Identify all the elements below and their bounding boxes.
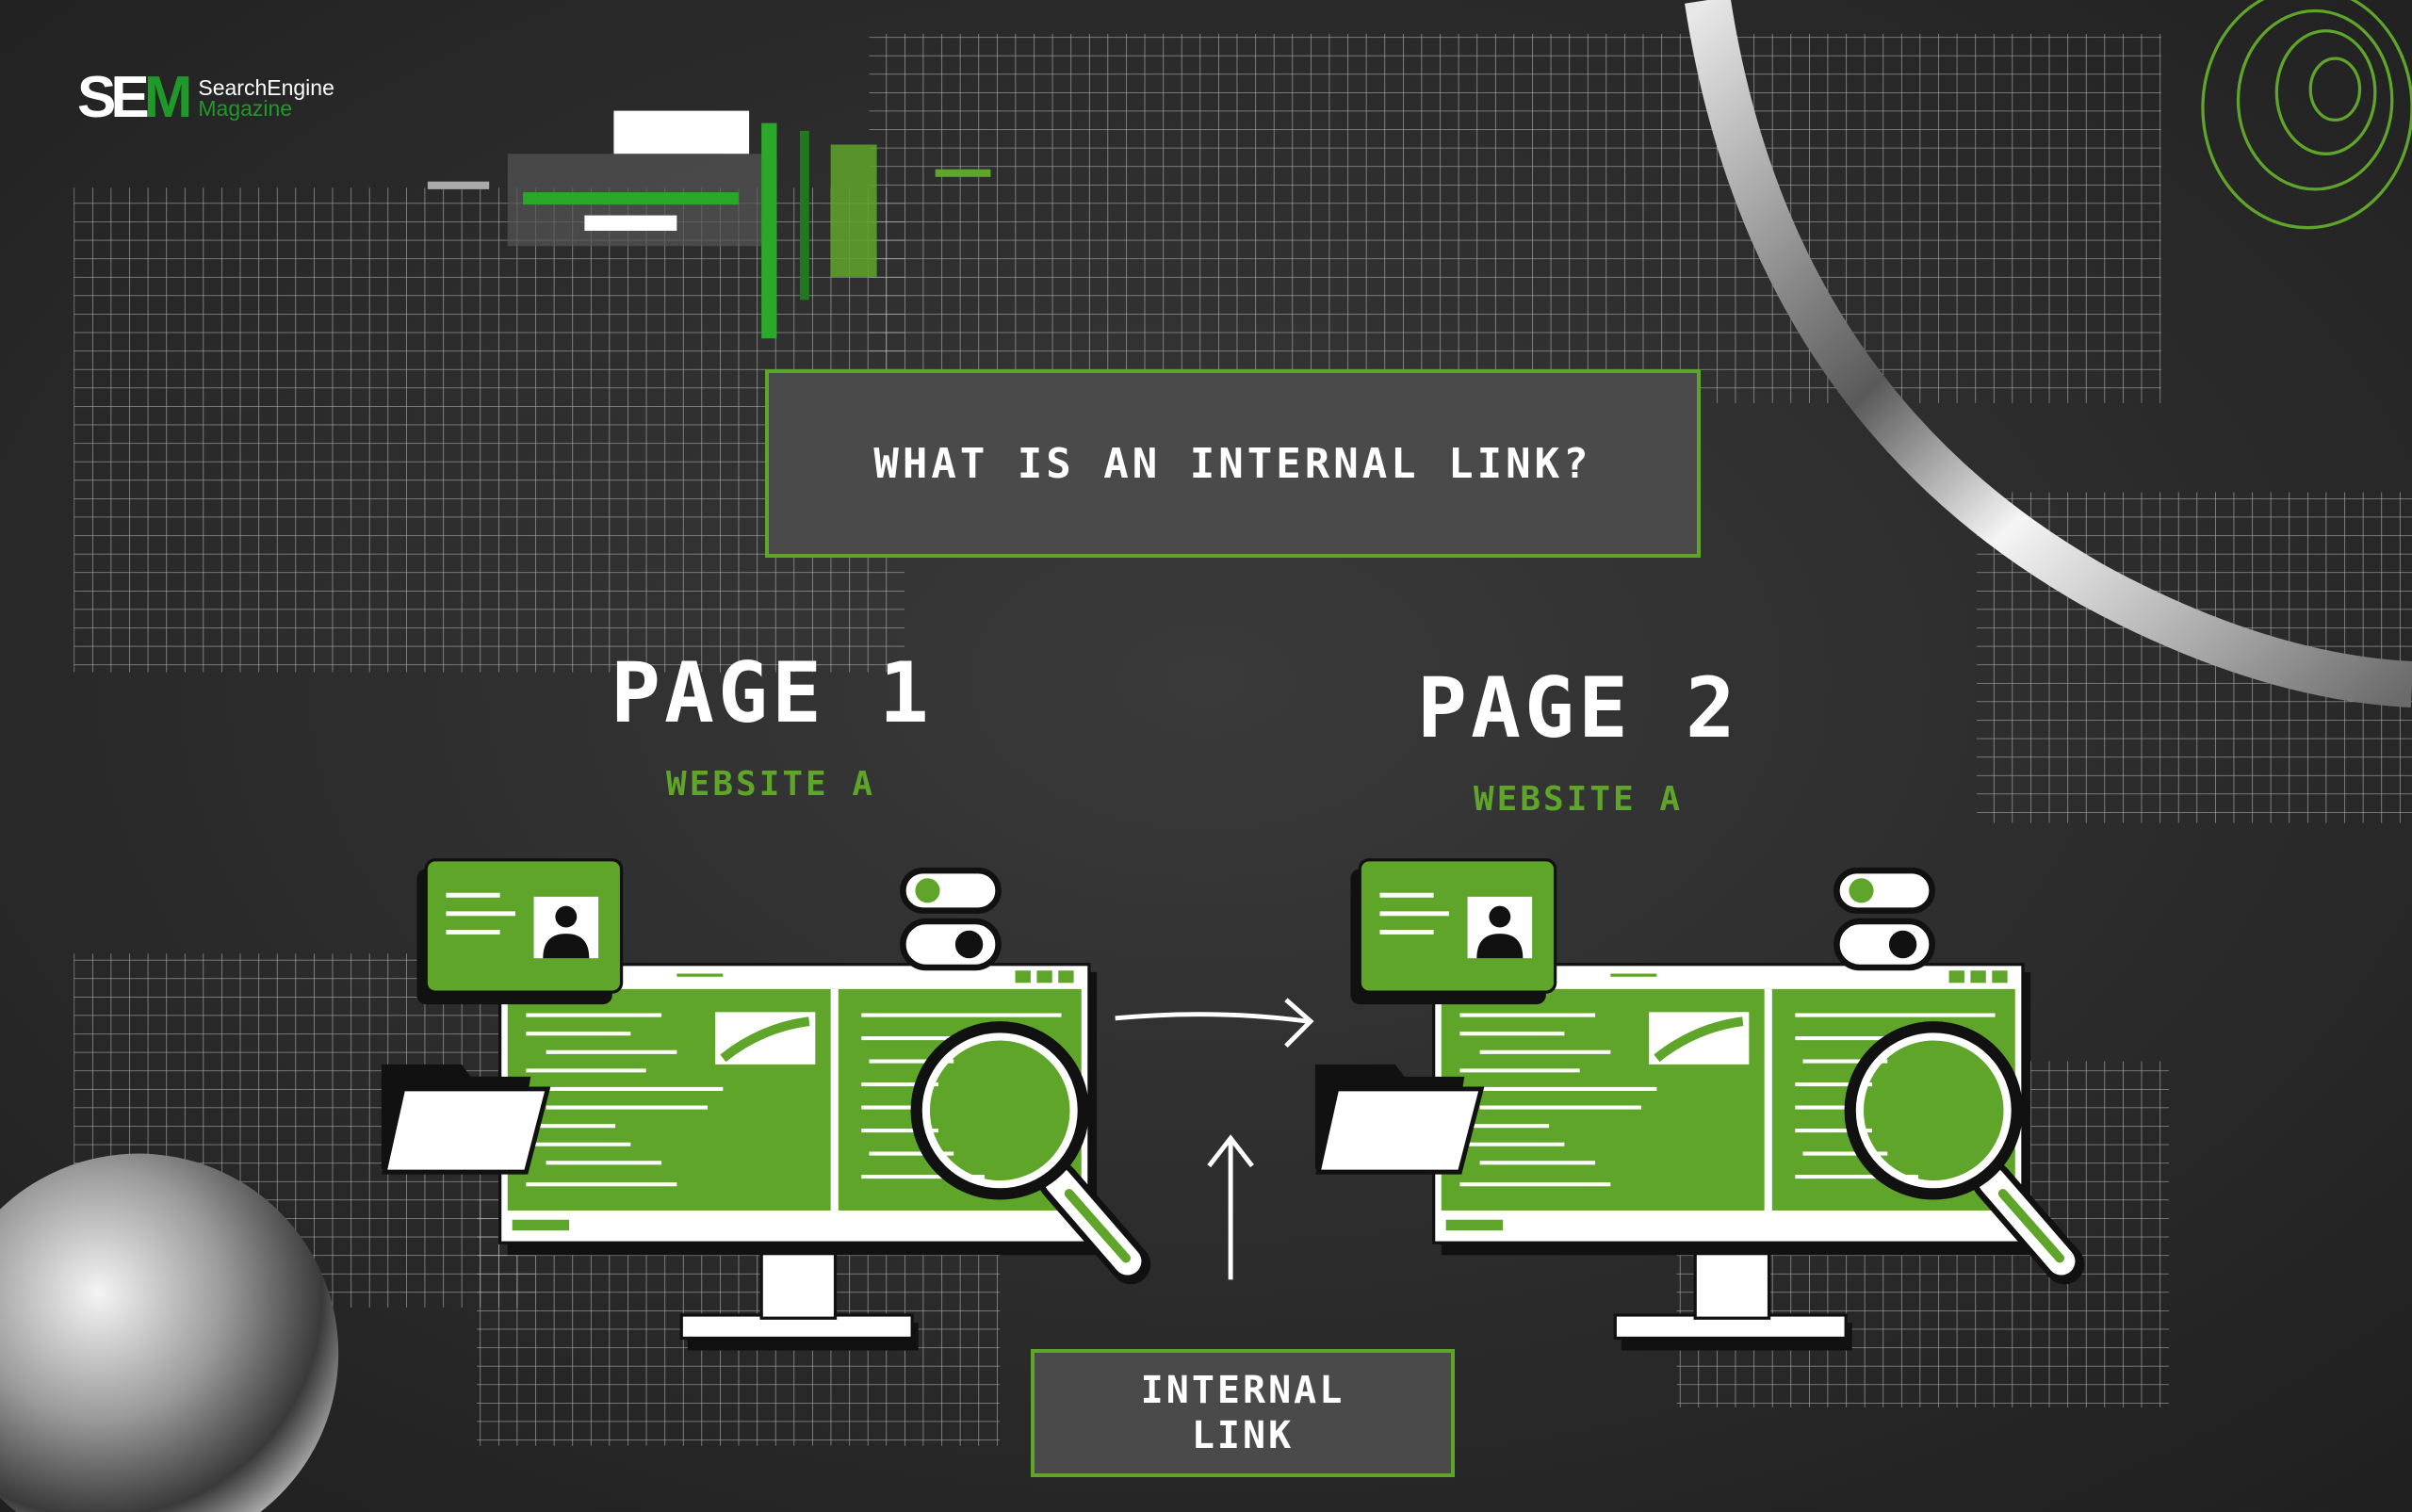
green-scribble bbox=[2201, 0, 2412, 230]
page-2-subtitle: WEBSITE A bbox=[1474, 780, 1684, 819]
link-label-line1: INTERNAL bbox=[1140, 1369, 1345, 1412]
page-2-heading: PAGE 2 bbox=[1417, 659, 1739, 756]
brand-logo[interactable]: SEM SearchEngine Magazine bbox=[77, 64, 334, 131]
page-title: WHAT IS AN INTERNAL LINK? bbox=[873, 439, 1592, 488]
up-arrow-icon bbox=[1207, 1134, 1254, 1280]
title-banner: WHAT IS AN INTERNAL LINK? bbox=[765, 369, 1701, 558]
chrome-sphere bbox=[0, 1153, 339, 1512]
chrome-ring bbox=[1685, 0, 2412, 708]
right-arrow-icon bbox=[1115, 998, 1314, 1048]
link-label-line2: LINK bbox=[1191, 1414, 1295, 1457]
logo-wordmark: SearchEngine Magazine bbox=[198, 74, 334, 121]
page-1-heading: PAGE 1 bbox=[611, 644, 933, 741]
page-1-subtitle: WEBSITE A bbox=[666, 765, 876, 804]
logo-mark: SEM bbox=[77, 65, 192, 130]
glitch-decor bbox=[427, 110, 991, 339]
internal-link-label: INTERNAL LINK bbox=[1031, 1349, 1455, 1477]
